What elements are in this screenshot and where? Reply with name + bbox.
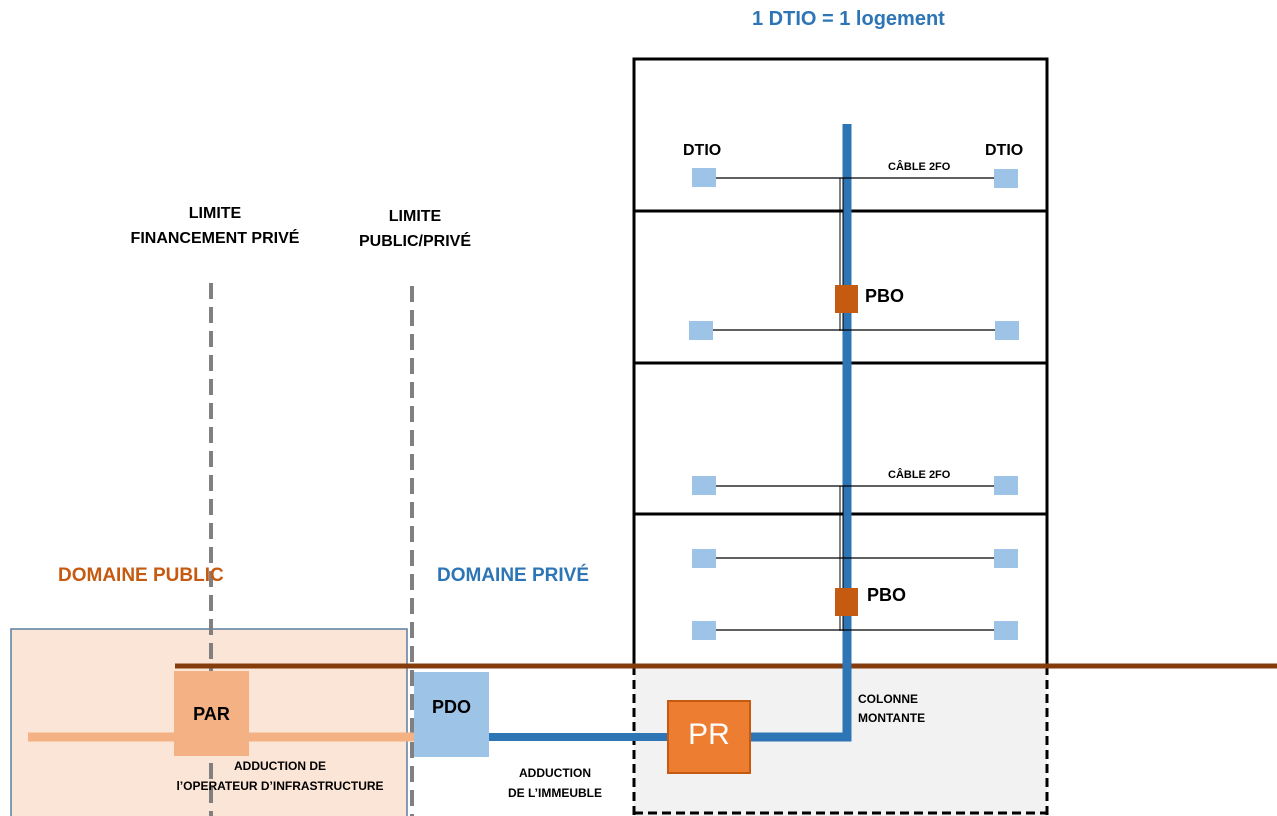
colonne-line1: COLONNE (858, 692, 918, 706)
dtio-box (692, 476, 716, 495)
pr-box (667, 700, 751, 774)
par-label: PAR (193, 704, 230, 724)
pbo-lower-label: PBO (867, 585, 907, 605)
pbo-lower-box (835, 588, 858, 616)
diagram-title: 1 DTIO = 1 logement (752, 8, 945, 30)
colonne-line2: MONTANTE (858, 711, 926, 725)
pdo-box (414, 672, 489, 757)
domaine-public-label: DOMAINE PUBLIC (58, 565, 224, 586)
dtio-label-right: DTIO (985, 142, 1024, 159)
dtio-box (995, 321, 1019, 340)
adduction-operateur-line1: ADDUCTION DE (234, 759, 326, 773)
limit-financement-line1: LIMITE (188, 205, 242, 222)
dtio-label-left: DTIO (683, 142, 722, 159)
dtio-box (994, 549, 1018, 568)
adduction-operateur-line2: l’OPERATEUR D’INFRASTRUCTURE (176, 779, 384, 793)
domaine-prive-label: DOMAINE PRIVÉ (437, 565, 590, 586)
dtio-box (692, 621, 716, 640)
dtio-box (689, 321, 713, 340)
adduction-immeuble-line2: DE L’IMMEUBLE (507, 786, 602, 800)
limit-financement-label: LIMITE FINANCEMENT PRIVÉ (110, 201, 320, 251)
dtio-box (994, 169, 1018, 188)
dtio-box (994, 621, 1018, 640)
dtio-box (692, 549, 716, 568)
pbo-upper-label: PBO (865, 286, 905, 306)
pr-label: PR (688, 718, 730, 751)
dtio-box (692, 168, 716, 187)
limit-public-prive-line1: LIMITE (388, 208, 442, 225)
colonne-montante-label: COLONNE MONTANTE (858, 690, 925, 728)
pr-to-riser-line (748, 124, 852, 742)
limit-public-prive-line2: PUBLIC/PRIVÉ (358, 233, 471, 250)
adduction-immeuble-label: ADDUCTION DE L’IMMEUBLE (480, 763, 630, 803)
adduction-operateur-label: ADDUCTION DE l’OPERATEUR D’INFRASTRUCTUR… (130, 756, 430, 796)
cable-2fo-mid-label: CÂBLE 2FO (888, 469, 951, 481)
pbo-upper-box (835, 285, 858, 313)
cable-2fo-top-label: CÂBLE 2FO (888, 161, 951, 173)
limit-financement-line2: FINANCEMENT PRIVÉ (130, 230, 300, 247)
dtio-box (994, 476, 1018, 495)
par-box (174, 671, 249, 756)
limit-public-prive-label: LIMITE PUBLIC/PRIVÉ (340, 204, 490, 254)
adduction-immeuble-line1: ADDUCTION (519, 766, 591, 780)
pdo-label: PDO (431, 697, 471, 717)
